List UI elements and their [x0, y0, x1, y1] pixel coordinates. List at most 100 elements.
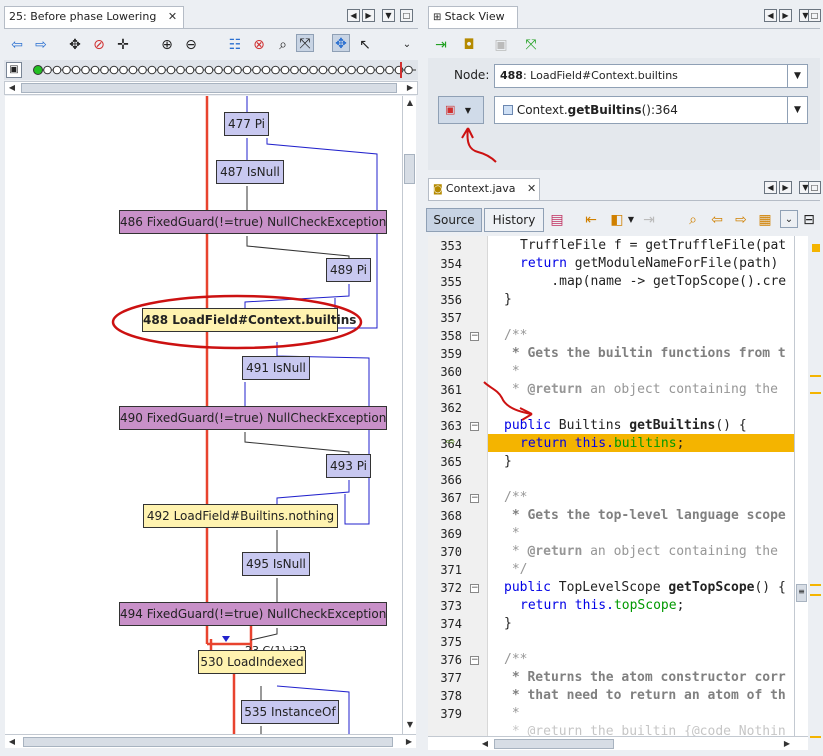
zoom-in-icon[interactable]: ⊕ — [161, 37, 173, 53]
phase-dot[interactable] — [214, 65, 223, 75]
find-previous-icon[interactable]: ⇦ — [711, 212, 723, 228]
pan-icon[interactable]: ✥ — [332, 34, 350, 52]
maximize-button[interactable]: □ — [808, 9, 821, 22]
phase-dot[interactable] — [157, 65, 166, 75]
phase-dot[interactable] — [375, 65, 385, 75]
phase-dot[interactable] — [119, 65, 128, 75]
scroll-right-tabs-button[interactable]: ▶ — [779, 9, 792, 22]
graph-node[interactable]: 491 IsNull — [242, 356, 310, 380]
graph-node[interactable]: 489 Pi — [326, 258, 371, 282]
scroll-thumb[interactable]: ≡ — [796, 584, 807, 602]
phase-dot[interactable] — [290, 65, 299, 75]
stripe-marker[interactable] — [810, 594, 821, 596]
phase-dot[interactable] — [100, 65, 109, 75]
top-h-scroll[interactable]: ◀ ▶ — [4, 81, 418, 95]
search-icon[interactable]: ⌕ — [689, 212, 697, 228]
phase-dot[interactable] — [166, 65, 176, 75]
hide-nodes-icon[interactable]: ⊘ — [93, 37, 105, 53]
phase-dot[interactable] — [404, 65, 413, 75]
graph-node[interactable]: 492 LoadField#Builtins.nothing — [143, 504, 338, 528]
more-chevron-icon[interactable]: ⌄ — [780, 210, 798, 228]
graph-node[interactable]: 486 FixedGuard(!=true) NullCheckExceptio… — [119, 210, 387, 234]
graph-h-scroll[interactable]: ◀ ▶ — [5, 734, 416, 748]
go-to-source-icon[interactable]: ⇥ — [435, 37, 447, 53]
close-icon[interactable]: ✕ — [527, 182, 537, 195]
phase-dot[interactable] — [318, 65, 328, 75]
chevron-down-icon[interactable]: ▼ — [627, 215, 635, 224]
scroll-thumb[interactable] — [404, 154, 415, 184]
scroll-left-arrow[interactable]: ◀ — [8, 737, 16, 746]
phase-dot[interactable] — [366, 65, 375, 75]
frame-select[interactable]: Context.getBuiltins():364 ▼ — [494, 96, 808, 124]
scroll-left-arrow[interactable]: ◀ — [481, 739, 489, 748]
phase-dot[interactable] — [147, 65, 157, 75]
hierarchy-layout-icon[interactable]: ☷ — [228, 37, 242, 53]
phase-dot[interactable] — [204, 65, 214, 75]
fit-graph-icon[interactable]: ⤧ — [296, 34, 314, 52]
search-icon[interactable]: ⌕ — [279, 37, 287, 53]
more-chevron-icon[interactable]: ⌄ — [402, 39, 412, 50]
graph-canvas[interactable]: 477 Pi 487 IsNull 486 FixedGuard(!=true)… — [5, 96, 402, 734]
split-icon[interactable]: ⊟ — [803, 212, 815, 228]
phase-dot[interactable] — [195, 65, 204, 75]
phase-slider[interactable]: ▣ — [4, 60, 418, 80]
tab-list-button[interactable]: ▼ — [382, 9, 395, 22]
scroll-right-tabs-button[interactable]: ▶ — [362, 9, 375, 22]
history-button[interactable]: History — [484, 208, 544, 232]
chevron-down-icon[interactable]: ▼ — [787, 65, 807, 87]
phase-dot[interactable] — [128, 65, 138, 75]
stripe-marker[interactable] — [810, 584, 821, 586]
phase-dot[interactable] — [347, 65, 356, 75]
scroll-left-tabs-button[interactable]: ◀ — [347, 9, 360, 22]
fold-icon[interactable]: − — [470, 493, 479, 503]
graph-node-selected[interactable]: 488 LoadField#Context.builtins — [142, 308, 356, 332]
stop-icon[interactable]: ⊗ — [253, 37, 265, 53]
graph-v-scroll[interactable]: ▲ ▼ — [402, 96, 416, 734]
phase-dot[interactable] — [176, 65, 185, 75]
chevron-down-icon[interactable]: ▼ — [787, 97, 807, 123]
scroll-up-arrow[interactable]: ▲ — [406, 98, 414, 107]
scroll-thumb[interactable] — [23, 737, 393, 747]
phase-dot[interactable] — [328, 65, 337, 75]
expand-nodes-icon[interactable]: ✥ — [69, 37, 81, 53]
graph-tab[interactable]: 25: Before phase Lowering ✕ — [4, 6, 184, 28]
fold-icon[interactable]: − — [470, 331, 479, 341]
stack-view-tab[interactable]: ⊞ Stack View — [428, 6, 518, 28]
expand-graph-icon[interactable]: ⤧ — [525, 37, 537, 53]
maximize-button[interactable]: □ — [400, 9, 413, 22]
select-icon[interactable]: ↖ — [359, 37, 371, 53]
graph-node[interactable]: 490 FixedGuard(!=true) NullCheckExceptio… — [119, 406, 387, 430]
phase-dot[interactable] — [185, 65, 195, 75]
back-arrow-icon[interactable]: ⇦ — [11, 37, 23, 53]
node-select[interactable]: 488: LoadField#Context.builtins ▼ — [494, 64, 808, 88]
frame-button[interactable]: ▣ ▼ — [438, 96, 484, 124]
graph-node[interactable]: 530 LoadIndexed — [198, 650, 306, 674]
fold-icon[interactable]: − — [470, 655, 479, 665]
scroll-down-arrow[interactable]: ▼ — [406, 720, 414, 729]
stripe-marker[interactable] — [810, 375, 821, 377]
back-icon[interactable]: ⇤ — [585, 212, 597, 228]
phase-dot[interactable] — [138, 65, 147, 75]
graph-node[interactable]: 535 InstanceOf — [241, 700, 339, 724]
source-button[interactable]: Source — [426, 208, 482, 232]
phase-dot[interactable] — [280, 65, 290, 75]
phase-dot[interactable] — [271, 65, 280, 75]
phase-dot[interactable] — [337, 65, 347, 75]
phase-dot[interactable] — [261, 65, 271, 75]
editor-v-scroll[interactable]: ≡ — [794, 236, 808, 744]
phase-dot[interactable] — [71, 65, 81, 75]
phase-dot[interactable] — [233, 65, 242, 75]
editor-tab[interactable]: ◙ Context.java ✕ — [428, 178, 540, 200]
phase-dot[interactable] — [62, 65, 71, 75]
toggle-highlight-icon[interactable]: ▦ — [758, 212, 772, 228]
show-all-icon[interactable]: ✛ — [117, 37, 129, 53]
scroll-left-tabs-button[interactable]: ◀ — [764, 181, 777, 194]
phase-dot[interactable] — [385, 65, 394, 75]
fold-icon[interactable]: − — [470, 583, 479, 593]
graph-node[interactable]: 487 IsNull — [216, 160, 284, 184]
scroll-right-arrow[interactable]: ▶ — [783, 739, 791, 748]
phase-dot[interactable] — [242, 65, 252, 75]
maximize-button[interactable]: □ — [808, 181, 821, 194]
graph-node[interactable]: 494 FixedGuard(!=true) NullCheckExceptio… — [119, 602, 387, 626]
stripe-marker[interactable] — [810, 736, 821, 738]
